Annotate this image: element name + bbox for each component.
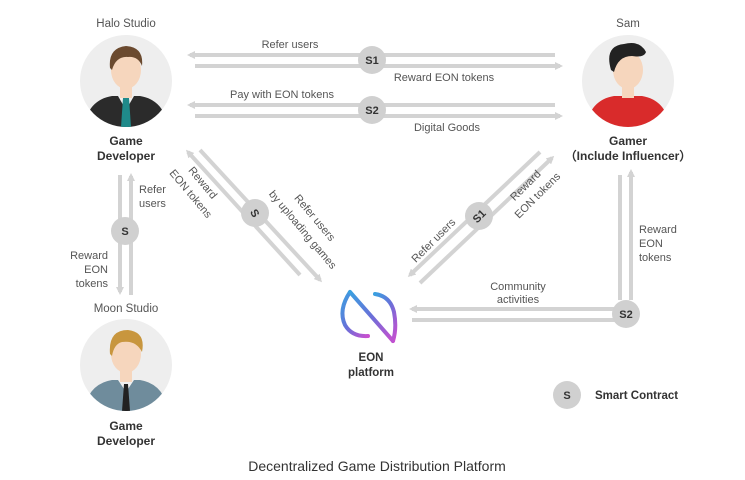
refer-users-label: Refer users [410, 216, 459, 265]
sam-role-line2: （Include Influencer） [565, 148, 692, 163]
diagram-caption: Decentralized Game Distribution Platform [248, 458, 506, 474]
flow-left-s: S Refer users Reward EON tokens [70, 173, 166, 295]
badge-label: S2 [365, 105, 378, 117]
legend-label: Smart Contract [595, 390, 678, 402]
badge-label: S [121, 226, 128, 238]
developer-avatar-icon [80, 319, 172, 411]
smart-contract-badge [612, 300, 640, 328]
eon-label-line2: platform [348, 367, 394, 379]
eon-label-line1: EON [359, 352, 384, 364]
users-label: users [139, 198, 166, 210]
pay-eon-label: Pay with EON tokens [230, 89, 334, 101]
digital-goods-label: Digital Goods [414, 122, 481, 134]
moon-studio-actor: Moon Studio Game Developer [80, 303, 172, 448]
flow-top-s1: S1 Refer users Reward EON tokens [187, 39, 563, 84]
moon-studio-name: Moon Studio [94, 303, 159, 315]
sam-role-line1: Gamer [609, 134, 647, 148]
halo-role-line2: Developer [97, 149, 155, 163]
smart-contract-badge [111, 217, 139, 245]
legend: S Smart Contract [553, 381, 678, 409]
reward-label: Reward [70, 250, 108, 262]
flow-diagonal-left: S Reward EON tokens Refer users by uploa… [167, 148, 339, 283]
eon-label: EON [84, 264, 108, 276]
smart-contract-badge [358, 96, 386, 124]
smart-contract-badge [465, 202, 493, 230]
sam-actor: Sam Gamer （Include Influencer） [565, 18, 692, 163]
smart-contract-badge [241, 199, 269, 227]
tokens-label: tokens [76, 278, 109, 290]
sam-name: Sam [616, 18, 640, 30]
community-label: Community [490, 281, 546, 293]
eon-logo-icon [340, 290, 398, 343]
moon-role-line1: Game [109, 419, 143, 433]
halo-studio-actor: Halo Studio Game Developer [80, 18, 172, 163]
badge-label: S2 [619, 309, 632, 321]
flow-diagonal-right: S1 Refer users Reward EON tokens [407, 150, 563, 285]
reward-eon-label: Reward EON tokens [394, 72, 495, 84]
refer-label: Refer [139, 184, 166, 196]
developer-avatar-icon [80, 35, 172, 127]
eon-label: EON [639, 238, 663, 250]
moon-role-line2: Developer [97, 434, 155, 448]
halo-studio-name: Halo Studio [96, 18, 155, 30]
flow-top-s2: S2 Pay with EON tokens Digital Goods [187, 89, 563, 134]
flow-right-s2: S2 Reward EON tokens Community activitie… [409, 169, 677, 328]
activities-label: activities [497, 294, 540, 306]
tokens-label: tokens [639, 252, 672, 264]
badge-label: S1 [365, 55, 378, 67]
smart-contract-badge [358, 46, 386, 74]
gamer-avatar-icon [582, 35, 674, 127]
reward-label: Reward [639, 224, 677, 236]
smart-contract-badge [553, 381, 581, 409]
refer-users-label: Refer users [262, 39, 319, 51]
halo-role-line1: Game [109, 134, 143, 148]
eon-platform: EON platform [340, 290, 398, 379]
legend-badge-label: S [563, 390, 570, 402]
